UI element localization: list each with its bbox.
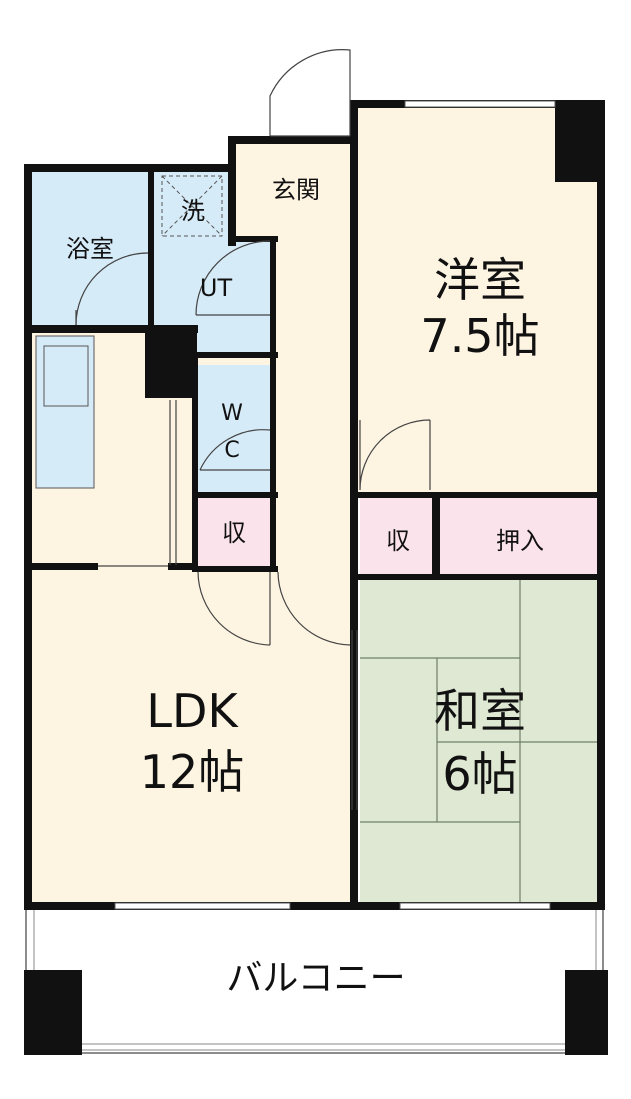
japanese-room-name: 和室 (434, 684, 526, 738)
wc-label-w: W (221, 401, 243, 426)
kitchen-sink (43, 345, 89, 407)
closet-label: 押入 (496, 527, 544, 555)
storage-right-label: 収 (386, 527, 410, 555)
washer-pan (161, 175, 223, 237)
utility-label: UT (200, 274, 233, 302)
ldk-name: LDK (146, 684, 239, 738)
pillar-top-right (555, 100, 605, 182)
balcony (24, 904, 608, 1055)
balcony-label: バルコニー (226, 958, 405, 999)
bath-door (75, 252, 149, 326)
entrance-door (269, 49, 351, 136)
tatami-floor (360, 578, 603, 903)
ldk-door-right (277, 571, 351, 646)
labels: 玄関 浴室 洗 UT W C 収 収 押入 洋室 7.5帖 LDK 12帖 和室… (66, 176, 544, 999)
closet-floor (440, 498, 603, 576)
floors (28, 105, 603, 903)
bath-floor (28, 168, 152, 328)
entrance-label: 玄関 (272, 176, 320, 204)
pillar-center (145, 330, 197, 398)
wc-door (199, 429, 271, 471)
ldk-size: 12帖 (140, 745, 245, 799)
japanese-room-size: 6帖 (442, 747, 517, 801)
bath-label: 浴室 (66, 235, 114, 263)
western-room-name: 洋室 (434, 253, 526, 307)
washer-label: 洗 (181, 197, 205, 225)
ldk-door-left (197, 571, 271, 646)
wc-label-c: C (224, 438, 239, 463)
western-door (359, 419, 431, 491)
utility-door (195, 240, 271, 316)
doors (75, 49, 431, 810)
western-room-size: 7.5帖 (420, 309, 539, 363)
windows (114, 100, 556, 910)
storage-left-floor (196, 498, 274, 568)
tatami-lines (360, 578, 603, 903)
storage-right-floor (360, 498, 438, 576)
walls (24, 100, 605, 910)
balcony-pillar-left (24, 970, 82, 1055)
balcony-pillar-right (565, 970, 608, 1055)
storage-left-label: 収 (222, 519, 246, 547)
